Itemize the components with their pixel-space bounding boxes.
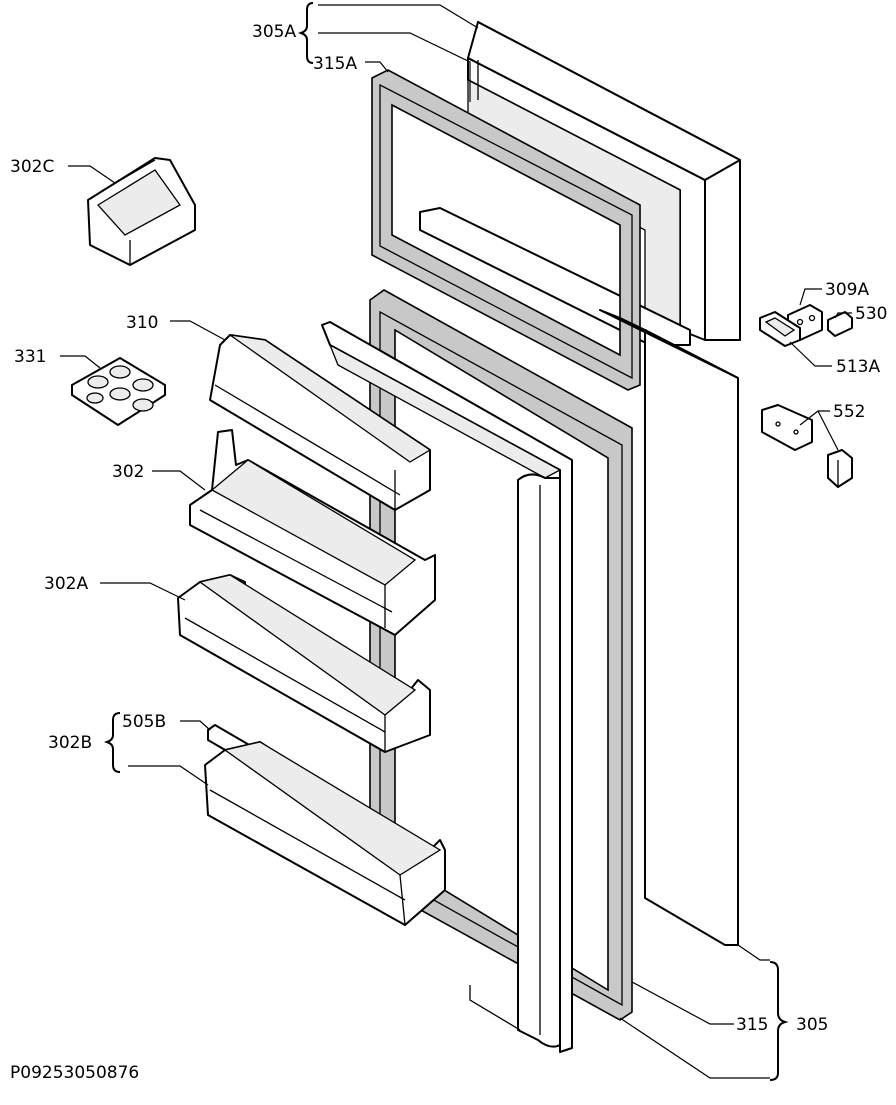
label-309A: 309A [825,280,869,300]
drawing-number: P09253050876 [10,1063,139,1083]
hinge-cover-552 [761,404,853,488]
brace-305A [297,2,314,64]
label-552: 552 [833,402,865,422]
label-305: 305 [796,1015,828,1035]
egg-tray-331 [71,357,166,426]
brace-302B [103,712,121,773]
label-530: 530 [855,304,887,324]
door-shelf-302 [189,429,436,636]
label-302B: 302B [48,733,92,753]
dairy-compartment-310 [209,334,432,511]
label-302: 302 [112,462,144,482]
label-305A: 305A [252,22,296,42]
label-315: 315 [736,1015,768,1035]
door-inner-liner [321,321,573,1053]
bottle-shelf-302B [204,724,446,926]
brace-305 [769,961,789,1081]
fridge-door-panel [599,309,739,946]
hinge-parts [759,304,853,347]
label-315A: 315A [313,54,357,74]
freezer-door-gasket [371,69,641,391]
door-shelf-302A [177,574,431,753]
leader-lines [60,4,852,1079]
label-513A: 513A [836,357,880,377]
label-310: 310 [126,313,158,333]
label-302C: 302C [10,157,54,177]
label-302A: 302A [44,574,88,594]
butter-compartment-302C [87,157,196,266]
label-331: 331 [14,347,46,367]
label-505B: 505B [122,712,166,732]
